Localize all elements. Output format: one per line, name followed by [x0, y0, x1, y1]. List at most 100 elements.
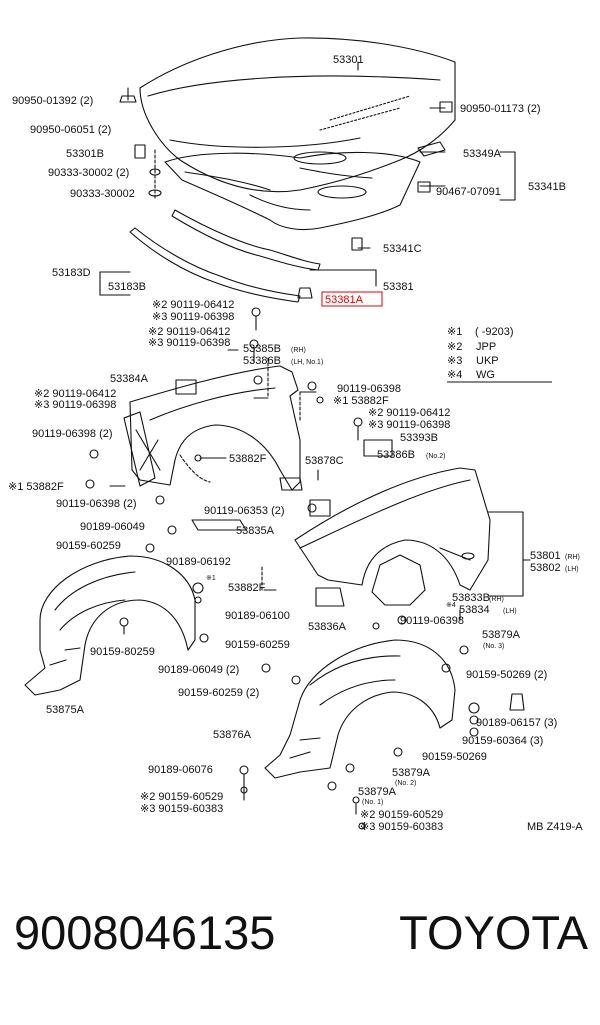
label-53876a: 53876A	[213, 729, 252, 741]
label-53835a: 53835A	[236, 525, 275, 537]
diagram-id: MB Z419-A	[527, 821, 583, 833]
label-53833b-rh: (RH)	[489, 596, 504, 603]
hood-clip[interactable]	[119, 95, 453, 299]
hood-panel[interactable]	[139, 37, 456, 193]
label-90159-80259: 90159-80259	[90, 646, 155, 658]
label-53301b: 53301B	[66, 148, 104, 160]
label-53381: 53381	[383, 281, 414, 293]
label-53341b: 53341B	[528, 181, 566, 193]
label-90159-60259-b: 90159-60259	[225, 639, 290, 651]
label-53183b: 53183B	[108, 281, 146, 293]
label-90159-50269-2: 90159-50269 (2)	[466, 669, 547, 681]
label-90467-07091: 90467-07091	[436, 186, 501, 198]
label-90119-06398-c: 90119-06398	[337, 383, 401, 395]
label-90159-60383-a: ※3 90159-60383	[140, 803, 223, 815]
legend-mark-3: ※3	[447, 355, 462, 367]
label-90119-06412-c: ※2 90119-06412	[34, 388, 116, 400]
legend-box: ※1 ( -9203) ※2 JPP ※3 UKP ※4 WG	[447, 326, 552, 383]
label-53802: 53802	[530, 562, 561, 574]
label-53801: 53801	[530, 550, 561, 562]
label-53878c: 53878C	[305, 455, 344, 467]
legend-mark-2: ※2	[447, 341, 462, 353]
front-fender-liner-right[interactable]	[264, 639, 456, 779]
fender-bracket[interactable]	[175, 379, 426, 607]
label-90119-06398-a: ※3 90119-06398	[152, 311, 234, 323]
label-53393b: 53393B	[400, 432, 438, 444]
label-90119-06398-e: ※3 90119-06398	[368, 419, 450, 431]
label-90159-60529-a: ※2 90159-60529	[140, 791, 223, 803]
label-90333-30002: 90333-30002	[70, 188, 135, 200]
label-90119-06412-d: ※2 90119-06412	[368, 407, 450, 419]
label-53879a-no2: 53879A	[392, 767, 431, 779]
label-53879a-no2-suffix: (No. 2)	[395, 780, 416, 787]
label-90189-06157: 90189-06157 (3)	[476, 717, 557, 729]
label-90119-06398-2-a: 90119-06398 (2)	[32, 428, 113, 440]
label-53833b: 53833B	[452, 592, 490, 604]
label-90119-06398-d: ※3 90119-06398	[34, 399, 116, 411]
legend-text-3: UKP	[476, 355, 499, 367]
hood-seal-strip[interactable]	[129, 209, 321, 303]
label-53386b-no2-suffix: (No.2)	[426, 453, 445, 460]
label-53834: 53834	[459, 604, 490, 616]
label-53879a-no1-suffix: (No. 1)	[362, 799, 383, 806]
label-90159-50269: 90159-50269	[422, 751, 487, 763]
label-90333-30002-2: 90333-30002 (2)	[48, 167, 129, 179]
label-90119-06398-b: ※3 90119-06398	[148, 337, 230, 349]
label-90950-06051: 90950-06051 (2)	[30, 124, 111, 136]
fender-side-strut[interactable]	[123, 411, 161, 487]
legend-text-1: ( -9203)	[475, 326, 514, 338]
label-53882f-a: ※1 53882F	[333, 395, 389, 407]
label-53386b: 53386B	[243, 355, 281, 367]
label-53386b-lh-no1: (LH, No.1)	[291, 359, 323, 366]
legend-mark-4: ※4	[447, 369, 462, 381]
label-note-1: ※1	[206, 575, 216, 582]
label-53381a-highlighted[interactable]: 53381A	[325, 294, 364, 306]
label-53879a-no3: 53879A	[482, 629, 521, 641]
label-53385b-rh: (RH)	[291, 347, 306, 354]
highlight-box	[321, 291, 383, 307]
label-53882f-d: 53882F	[228, 582, 266, 594]
label-90950-01392: 90950-01392 (2)	[12, 95, 93, 107]
label-53879a-no1: 53879A	[358, 786, 397, 798]
label-90189-06100: 90189-06100	[225, 610, 290, 622]
label-90159-60364: 90159-60364 (3)	[462, 735, 543, 747]
label-90950-01173: 90950-01173 (2)	[460, 103, 541, 115]
label-53882f-c: ※1 53882F	[8, 481, 64, 493]
front-fender-apron[interactable]	[129, 365, 301, 491]
label-53183d: 53183D	[52, 267, 91, 279]
label-90189-06049-a: 90189-06049	[80, 521, 145, 533]
label-53801-rh: (RH)	[565, 554, 580, 561]
label-53349a: 53349A	[463, 148, 502, 160]
legend-mark-1: ※1	[447, 326, 462, 338]
label-53384a: 53384A	[110, 373, 149, 385]
legend-text-4: WG	[476, 369, 495, 381]
label-90119-06398-f: 90119-06398	[400, 615, 464, 627]
label-90159-60383-b: ※3 90159-60383	[360, 821, 443, 833]
front-fender-liner-left[interactable]	[24, 555, 196, 696]
fastener-set[interactable]	[85, 307, 525, 830]
label-53385b: 53385B	[243, 343, 281, 355]
front-fender-panel[interactable]	[294, 467, 491, 591]
part-number: 9008046135	[14, 906, 276, 959]
label-53341c: 53341C	[383, 243, 422, 255]
label-53802-lh: (LH)	[565, 566, 579, 573]
label-90119-06353: 90119-06353 (2)	[204, 505, 285, 517]
label-53879a-no3-suffix: (No. 3)	[483, 643, 504, 650]
hood-inner-frame[interactable]	[164, 151, 421, 231]
label-53836a: 53836A	[308, 621, 347, 633]
label-90159-60529-b: ※2 90159-60529	[360, 809, 443, 821]
label-90119-06412-a: ※2 90119-06412	[152, 299, 234, 311]
label-90189-06076: 90189-06076	[148, 764, 213, 776]
label-53834-lh: (LH)	[503, 608, 517, 615]
label-53386b-no2: 53386B	[377, 449, 415, 461]
label-90159-60259-a: 90159-60259	[56, 540, 121, 552]
label-note-4: ※4	[446, 602, 456, 609]
label-53301: 53301	[333, 54, 364, 66]
label-53882f-b: 53882F	[229, 453, 267, 465]
label-90189-06192: 90189-06192	[166, 556, 231, 568]
label-90119-06412-b: ※2 90119-06412	[148, 326, 230, 338]
legend-text-2: JPP	[476, 341, 496, 353]
footer: 9008046135 TOYOTA	[0, 905, 600, 985]
brand-name: TOYOTA	[399, 906, 588, 959]
